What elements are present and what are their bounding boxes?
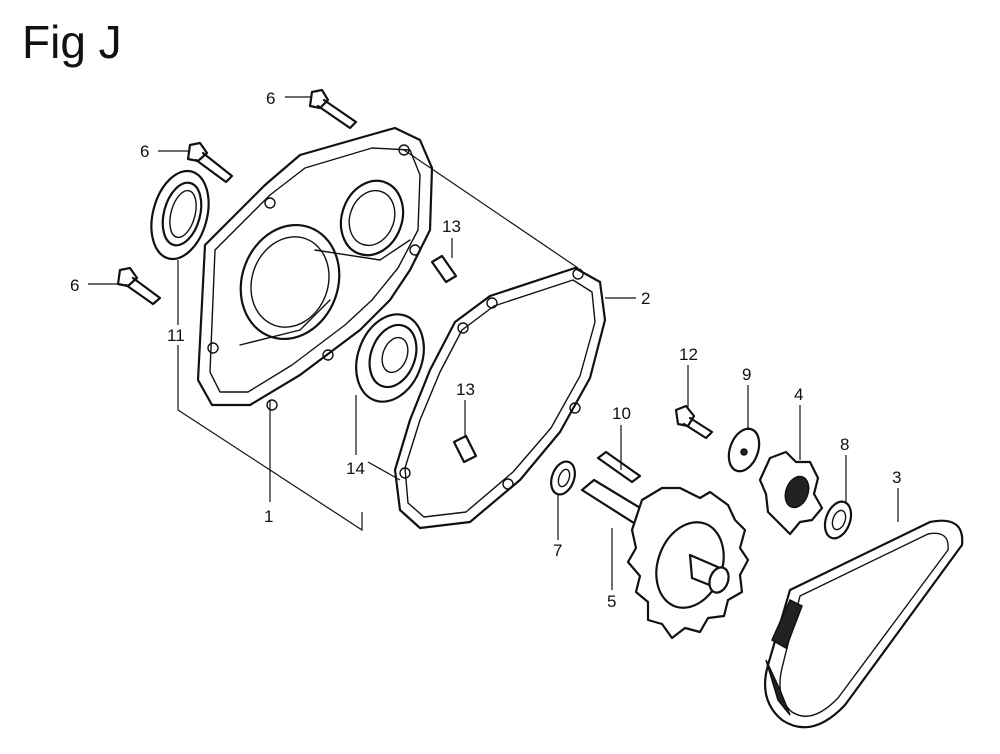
part-washer-8 xyxy=(823,500,853,540)
part-bolt-12 xyxy=(674,404,714,440)
part-drive-sprocket xyxy=(758,450,824,536)
part-key xyxy=(596,450,642,484)
leader-lines xyxy=(88,96,899,590)
callout-5: 5 xyxy=(607,592,616,611)
part-dowel-pin-upper xyxy=(430,254,458,284)
callout-9: 9 xyxy=(742,365,751,384)
callout-2: 2 xyxy=(641,289,650,308)
part-oil-seal xyxy=(150,169,210,261)
callout-11: 11 xyxy=(167,326,185,345)
callout-14: 14 xyxy=(346,459,365,478)
part-washer-plate xyxy=(727,427,761,473)
figure-title: Fig J xyxy=(22,16,122,68)
callout-13-upper: 13 xyxy=(442,217,461,236)
callout-3: 3 xyxy=(892,468,901,487)
callout-6-lower: 6 xyxy=(70,276,79,295)
part-bearing xyxy=(355,313,425,403)
callout-12: 12 xyxy=(679,345,698,364)
part-crankcase-cover xyxy=(196,126,434,411)
callout-labels: 6 6 6 11 1 14 2 13 13 7 10 5 12 9 4 8 3 xyxy=(70,89,901,611)
callout-6-top: 6 xyxy=(266,89,275,108)
part-bolt-top xyxy=(308,88,358,130)
part-drive-chain xyxy=(764,519,964,729)
callout-13-lower: 13 xyxy=(456,380,475,399)
part-gasket xyxy=(393,266,607,530)
callout-10: 10 xyxy=(612,404,631,423)
part-shaft-sprocket xyxy=(580,478,750,640)
part-washer-7 xyxy=(550,460,576,496)
part-bolt-lower xyxy=(116,266,162,306)
callout-1: 1 xyxy=(264,507,273,526)
callout-6-middle: 6 xyxy=(140,142,149,161)
callout-4: 4 xyxy=(794,385,803,404)
part-dowel-pin-lower xyxy=(452,434,478,464)
part-bolt-middle xyxy=(186,141,234,184)
callout-8: 8 xyxy=(840,435,849,454)
callout-7: 7 xyxy=(553,541,562,560)
